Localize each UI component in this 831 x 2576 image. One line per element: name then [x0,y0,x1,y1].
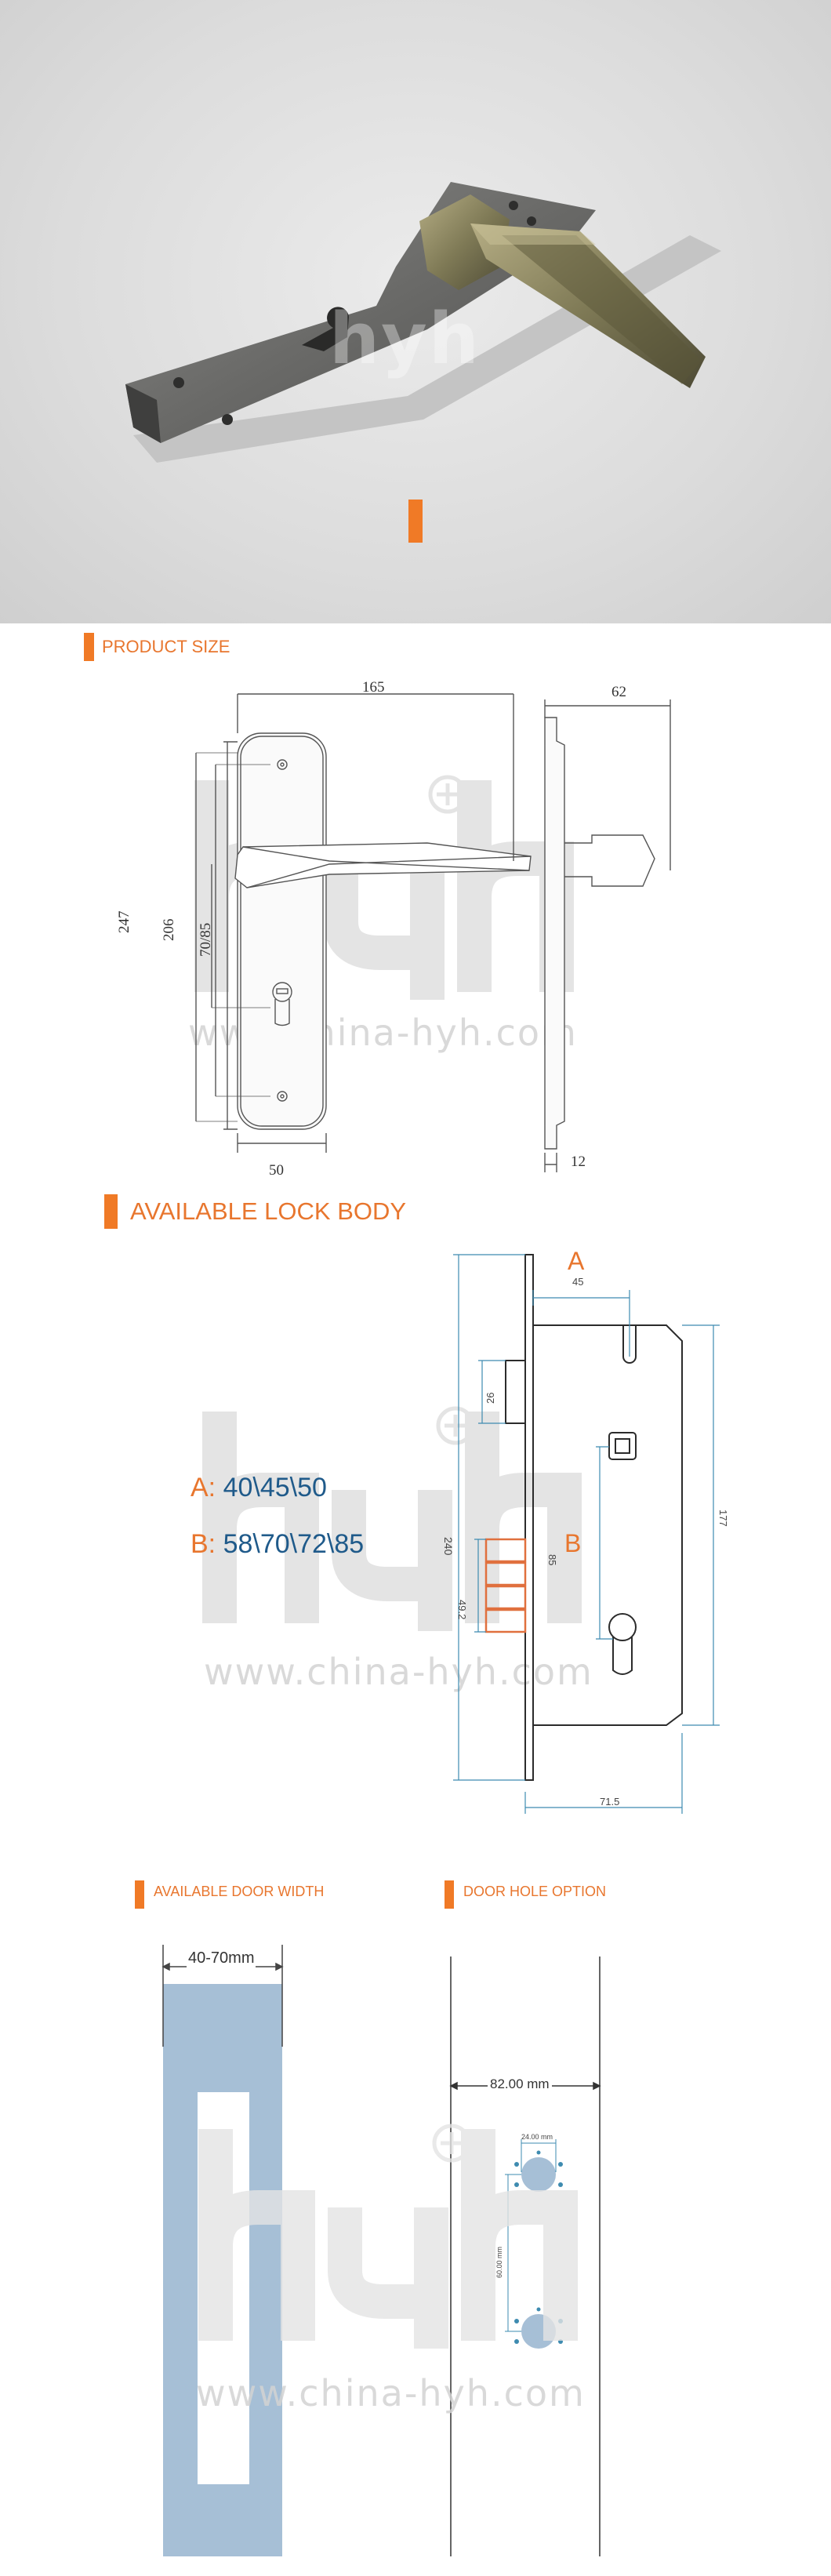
dim-hole-spacing: 206 [161,918,177,942]
lock-a-label: A: [191,1473,216,1502]
section-marker [104,1194,118,1229]
door-width-dimension [161,1945,284,2047]
dim-plate-width: 50 [269,1162,284,1179]
section-marker [135,1880,144,1909]
door-hole-width: 82.00 mm [488,2076,552,2092]
lock-body-drawing [453,1254,720,1814]
dim-backset: 45 [572,1276,584,1288]
door-hole-diameter: 24.00 mm [521,2133,553,2141]
lock-b-label: B: [191,1529,216,1559]
lock-a-values: A: 40\45\50 [191,1473,327,1503]
watermark-url: www.china-hyh.com [204,1651,593,1693]
watermark-url: www.china-hyh.com [196,2372,586,2414]
hyh-watermark-logo [196,2121,619,2356]
dim-center: 85 [546,1554,558,1566]
lock-b-values: B: 58\70\72\85 [191,1529,364,1560]
dim-body-height: 177 [717,1510,729,1527]
door-width-value: 40-70mm [187,1949,256,1967]
product-size-title: PRODUCT SIZE [102,637,230,656]
hero-product-photo: hyh [0,0,831,623]
hero-watermark: hyh [329,298,481,380]
section-marker [84,633,94,661]
dim-width: 165 [362,679,385,696]
front-and-side-view-drawing [195,693,671,1172]
dim-cylinder-center: 70/85 [198,922,214,957]
lock-b-value: 58\70\72\85 [223,1529,365,1559]
section-marker [445,1880,454,1909]
door-handle-photo [125,182,721,463]
marker-b: B [564,1529,582,1557]
dim-bolt: 49.2 [456,1600,468,1620]
door-hole-title: DOOR HOLE OPTION [463,1884,607,1899]
hero-accent-bar [408,500,423,543]
marker-a: A [568,1247,585,1275]
door-width-title: AVAILABLE DOOR WIDTH [154,1884,325,1899]
dim-height: 240 [442,1537,455,1556]
lock-body-title: AVAILABLE LOCK BODY [130,1197,407,1225]
dim-depth: 62 [611,684,626,700]
dim-depth: 71.5 [600,1796,620,1808]
backplate-outline [237,732,327,1130]
dim-height: 247 [116,910,132,934]
lock-a-value: 40\45\50 [223,1473,327,1502]
dim-latch: 26 [484,1392,496,1404]
dim-plate-thickness: 12 [571,1154,586,1170]
